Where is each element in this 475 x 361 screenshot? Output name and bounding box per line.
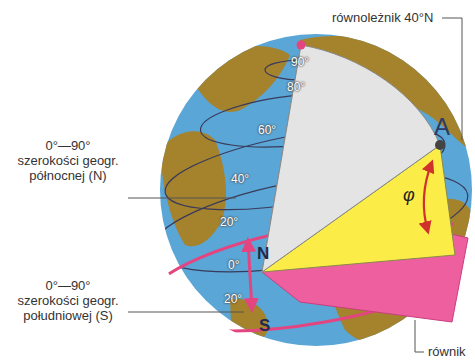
leader-line — [415, 320, 424, 352]
land-mass — [195, 46, 290, 112]
ocean — [160, 34, 472, 346]
meridian-plane — [262, 45, 440, 272]
leader-line — [128, 312, 244, 313]
degree-label: 90° — [291, 55, 309, 70]
latitude-range-arrow — [248, 240, 252, 310]
point-label: A — [434, 114, 450, 140]
degree-label: 0° — [228, 258, 239, 273]
hemisphere-letter: N — [257, 244, 269, 263]
land-mass — [160, 131, 226, 246]
range-note: 0°—90° szerokości geogr. południowej (S) — [14, 278, 122, 323]
range-note: 0°—90° szerokości geogr. północnej (N) — [14, 138, 122, 183]
angle-arrow — [424, 162, 432, 232]
continents — [160, 36, 475, 345]
equator-label: równik — [428, 344, 466, 359]
degree-label: 20° — [224, 292, 242, 307]
angle-symbol: φ — [403, 185, 415, 205]
north-pole-dot — [297, 41, 306, 50]
leader-lines — [128, 18, 462, 352]
leader-line — [128, 198, 236, 199]
hemisphere-letter: S — [259, 316, 270, 335]
degree-label: 80° — [287, 80, 305, 95]
degree-label: 20° — [220, 215, 238, 230]
point-a-dot — [435, 140, 445, 150]
parallel-label: równoleżnik 40°N — [332, 10, 433, 25]
degree-label: 60° — [258, 123, 276, 138]
degree-label: 40° — [231, 172, 249, 187]
